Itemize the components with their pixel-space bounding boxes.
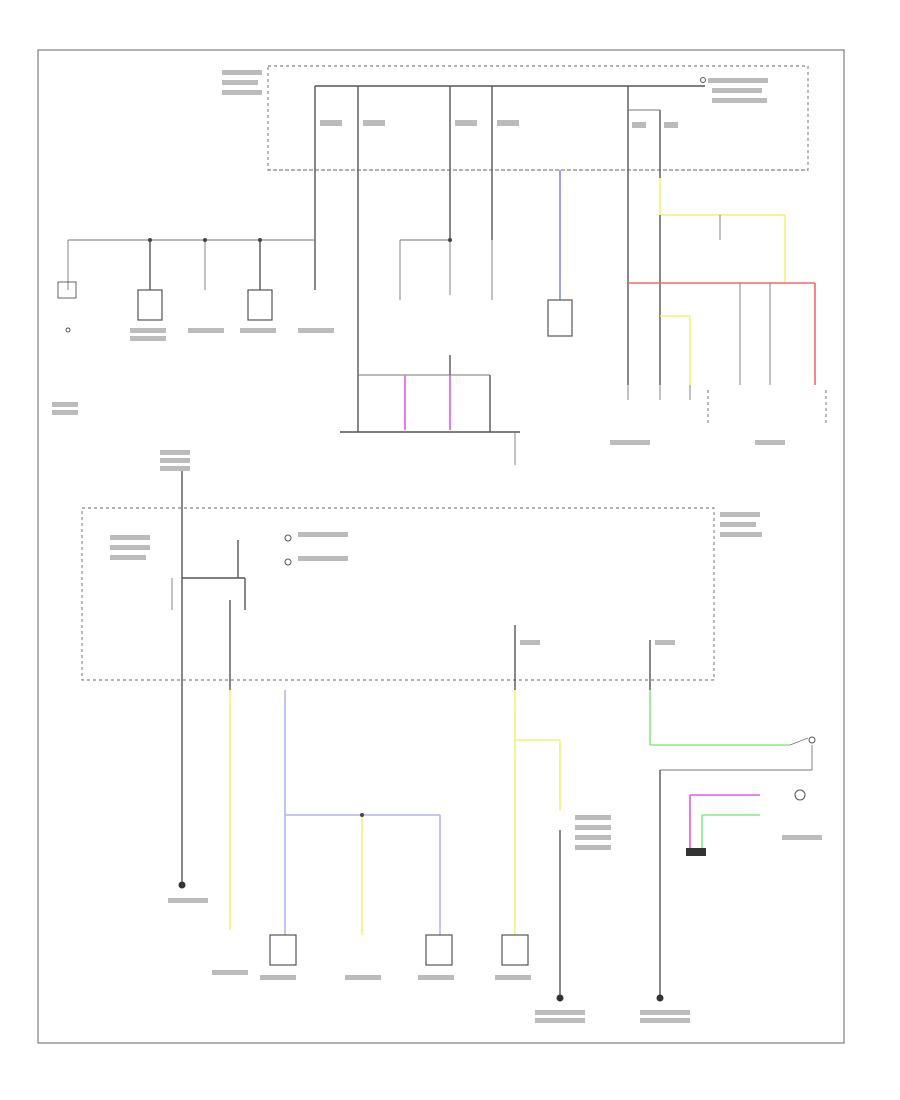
top-fuse-labels [222,70,768,128]
left-components [57,281,273,333]
diagram-frame [37,49,845,1044]
center-component [547,299,573,337]
lower-fuses [514,625,675,690]
light-symbol [794,789,806,801]
top-box-output-wires [314,178,629,385]
scattered-labels [160,440,822,1023]
center-bottom-wires [340,375,520,465]
lower-box-internal [110,512,762,690]
left-component-labels [52,328,334,415]
switch-arm [789,737,809,746]
ground-symbols [178,830,664,1002]
right-connector-dashes [707,390,827,425]
top-fuse-drops [314,86,661,178]
left-bus-drops [67,238,316,290]
under-dash-fuse-box [81,507,715,681]
lower-right-component [686,848,706,856]
right-drops [627,283,771,400]
center-sub-circuit [358,238,493,376]
relay-symbol [700,77,706,83]
bottom-components [269,934,529,966]
